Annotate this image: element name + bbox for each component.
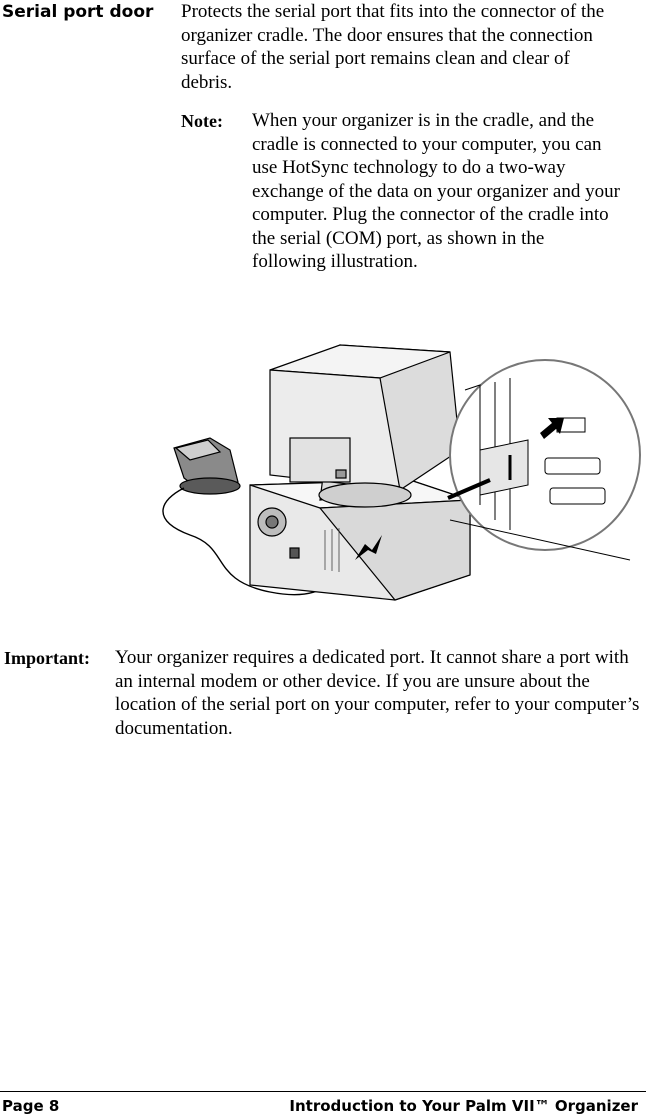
note-text: When your organizer is in the cradle, an…: [252, 110, 620, 272]
cradle: [173, 437, 241, 495]
definition-description: Protects the serial port that fits into …: [181, 1, 605, 93]
computer-monitor: [269, 344, 461, 508]
page-footer: Page 8 Introduction to Your Palm VII™ Or…: [2, 1097, 638, 1115]
important-text: Your organizer requires a dedicated port…: [115, 647, 640, 739]
chapter-title: Introduction to Your Palm VII™ Organizer: [289, 1097, 638, 1115]
cradle-connection-illustration: [162, 344, 641, 601]
arrow-icon: [355, 535, 382, 560]
definition-term: Serial port door: [2, 2, 154, 22]
serial-port-closeup: [447, 359, 641, 561]
note-label: Note:: [181, 111, 223, 131]
important-label: Important:: [4, 648, 90, 668]
computer-case: [249, 479, 471, 601]
page-number: Page 8: [2, 1097, 60, 1115]
footer-rule: [0, 1091, 646, 1092]
